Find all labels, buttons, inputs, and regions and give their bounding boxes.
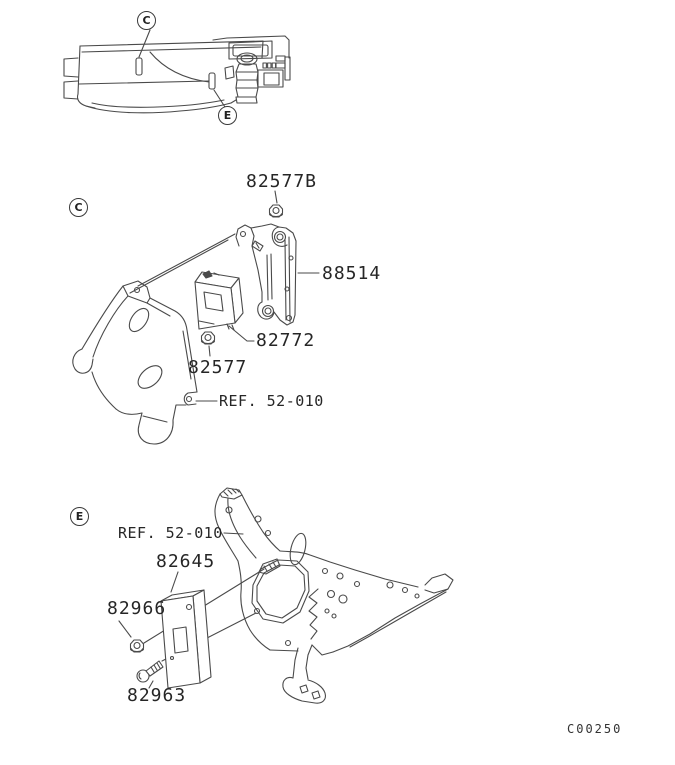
part-82577b-nut-drawing [268,204,284,218]
section-e-drawing [118,487,454,704]
ref-label-section-c: REF. 52-010 [219,392,324,410]
part-label-82966: 82966 [107,598,167,619]
section-e-callout: E [70,507,89,526]
part-label-82963: 82963 [127,685,187,706]
panel-location-c-marker [135,57,143,76]
part-82966-nut-drawing [129,639,145,653]
part-88514-drawing [235,223,297,326]
callout-c-leader [138,29,151,58]
panel-location-e-marker [208,72,216,90]
ref-label-section-e: REF. 52-010 [118,524,223,542]
leader-82966 [118,620,132,638]
leader-82577b [274,190,278,204]
overview-callout-c: C [137,11,156,30]
overview-callout-e: E [218,106,237,125]
drawing-code: C00250 [567,722,623,736]
instrument-panel-drawing [63,29,291,114]
part-82645-drawing [160,589,212,689]
part-label-82577: 82577 [188,357,248,378]
leader-82577 [208,345,211,357]
assembly-guide-line [129,239,229,294]
leader-ref-e [223,532,244,535]
part-82963-bolt-drawing [136,660,164,683]
part-label-82645: 82645 [156,551,216,572]
bracket-ref-52-010-e-drawing [214,487,454,704]
bracket-ref-52-010-c-drawing [72,280,198,445]
part-82772-drawing [194,270,244,331]
leader-82772 [228,325,255,342]
section-c-callout: C [69,198,88,217]
part-label-82577b: 82577B [246,171,318,192]
callout-e-leader [213,89,226,108]
leader-82645 [170,571,179,593]
assembly-guide-line [137,233,236,287]
leader-82963 [148,680,154,689]
part-label-82772: 82772 [256,330,316,351]
part-label-88514: 88514 [322,263,382,284]
section-c-drawing [72,190,320,445]
part-82577-nut-drawing [200,331,216,345]
